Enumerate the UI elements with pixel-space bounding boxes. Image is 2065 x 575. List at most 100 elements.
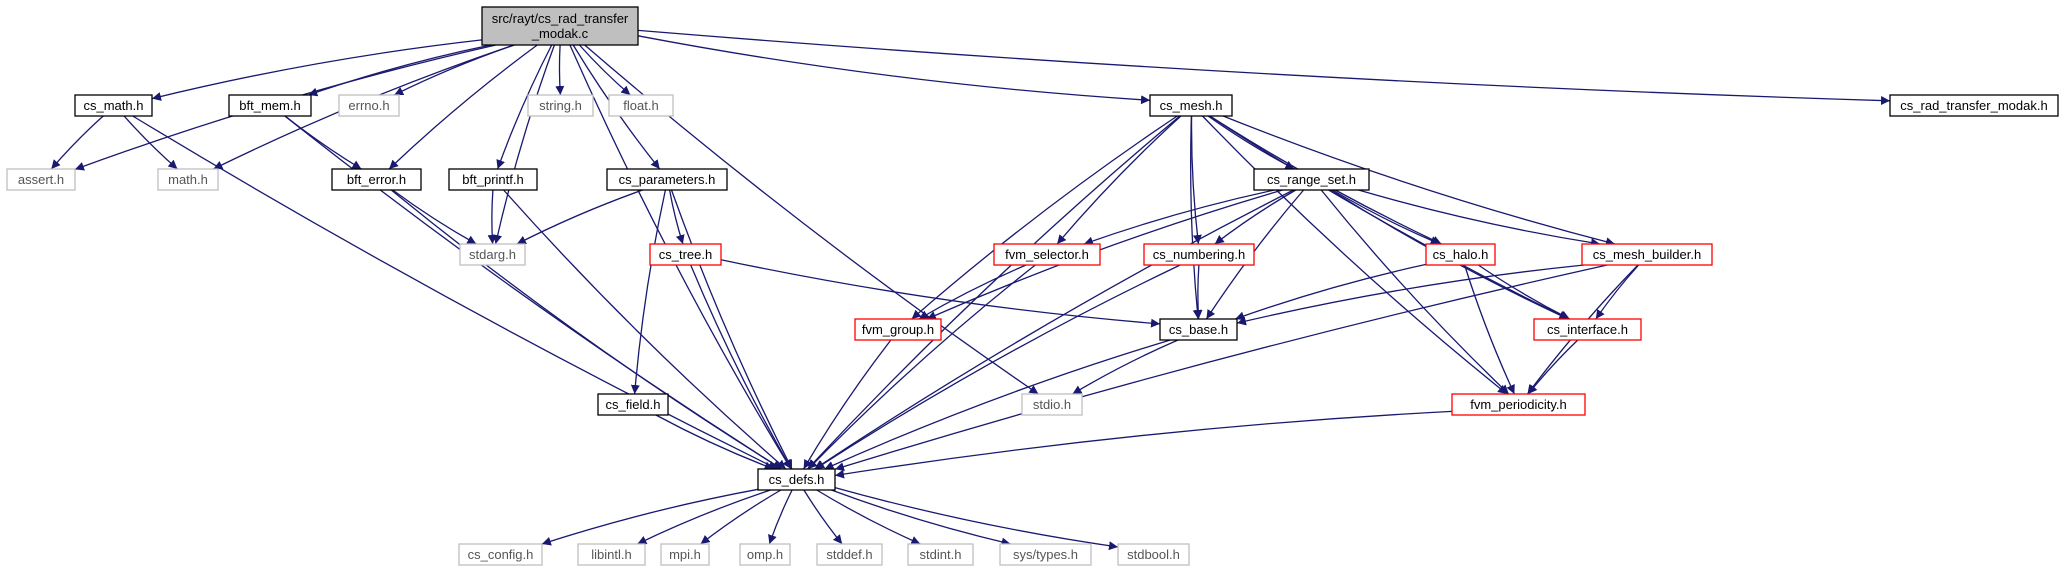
node-cs-mesh-h[interactable]: cs_mesh.h bbox=[1149, 94, 1233, 117]
edge-cs_math_h-to-math_h bbox=[123, 115, 178, 170]
edge-line bbox=[918, 264, 1027, 320]
node-cs-tree-h[interactable]: cs_tree.h bbox=[649, 243, 722, 266]
node-bft-printf-h[interactable]: bft_printf.h bbox=[448, 168, 538, 191]
edge-line bbox=[816, 489, 921, 545]
node-label: cs_rad_transfer_modak.h bbox=[1900, 98, 2047, 113]
node-label: cs_mesh_builder.h bbox=[1593, 247, 1701, 262]
node-cs-numbering-h[interactable]: cs_numbering.h bbox=[1143, 243, 1255, 266]
node-box bbox=[649, 243, 722, 266]
node-label: cs_mesh.h bbox=[1160, 98, 1223, 113]
edge-line bbox=[493, 44, 556, 245]
node-omp-h[interactable]: omp.h bbox=[739, 543, 791, 566]
edge-line bbox=[1193, 264, 1203, 320]
node-cs-base-h[interactable]: cs_base.h bbox=[1159, 318, 1238, 341]
edge-cs_mesh_h-to-fvm_selector_h bbox=[1056, 115, 1182, 245]
node-label: stdarg.h bbox=[469, 247, 516, 262]
node-label: fvm_periodicity.h bbox=[1470, 397, 1567, 412]
node-label: bft_printf.h bbox=[462, 172, 523, 187]
node-math-h[interactable]: math.h bbox=[157, 168, 219, 191]
node-box bbox=[228, 94, 312, 117]
node-cs-range-set-h[interactable]: cs_range_set.h bbox=[1253, 168, 1370, 191]
node-cs-field-h[interactable]: cs_field.h bbox=[597, 393, 669, 416]
node-stdbool-h[interactable]: stdbool.h bbox=[1117, 543, 1190, 566]
edge-line bbox=[807, 264, 1036, 470]
edge-line bbox=[516, 189, 643, 245]
edge-root-to-bft_error_h bbox=[388, 44, 538, 170]
node-fvm-group-h[interactable]: fvm_group.h bbox=[854, 318, 942, 341]
edge-line bbox=[392, 189, 477, 245]
edge-cs_range_set_h-to-cs_mesh_builder_h bbox=[1358, 189, 1601, 248]
node-libintl-h[interactable]: libintl.h bbox=[577, 543, 646, 566]
node-box bbox=[1149, 94, 1233, 117]
node-label: bft_error.h bbox=[347, 172, 406, 187]
node-cs-config-h[interactable]: cs_config.h bbox=[458, 543, 543, 566]
node-label: cs_parameters.h bbox=[619, 172, 716, 187]
node-bft-error-h[interactable]: bft_error.h bbox=[331, 168, 422, 191]
node-stddef-h[interactable]: stddef.h bbox=[816, 543, 883, 566]
edge-cs_base_h-to-cs_defs_h bbox=[824, 339, 1171, 470]
node-stdarg-h[interactable]: stdarg.h bbox=[459, 243, 526, 266]
node-stdio-h[interactable]: stdio.h bbox=[1021, 393, 1083, 416]
node-root[interactable]: src/rayt/cs_rad_transfer_modak.c bbox=[481, 6, 639, 46]
node-label: cs_field.h bbox=[606, 397, 661, 412]
node-label: cs_base.h bbox=[1169, 322, 1228, 337]
edge-line bbox=[1477, 264, 1570, 320]
node-cs-rad-transfer-modak-h[interactable]: cs_rad_transfer_modak.h bbox=[1889, 94, 2059, 117]
node-cs-mesh-builder-h[interactable]: cs_mesh_builder.h bbox=[1581, 243, 1713, 266]
node-box bbox=[6, 168, 76, 191]
node-box bbox=[1533, 318, 1642, 341]
node-cs-parameters-h[interactable]: cs_parameters.h bbox=[606, 168, 728, 191]
edge-cs_numbering_h-to-cs_defs_h bbox=[814, 264, 1181, 470]
node-string-h[interactable]: string.h bbox=[527, 94, 594, 117]
node-box bbox=[597, 393, 669, 416]
node-box bbox=[338, 94, 400, 117]
edge-bft_error_h-to-cs_defs_h bbox=[390, 189, 783, 470]
node-cs-halo-h[interactable]: cs_halo.h bbox=[1425, 243, 1496, 266]
node-errno-h[interactable]: errno.h bbox=[338, 94, 400, 117]
node-fvm-selector-h[interactable]: fvm_selector.h bbox=[993, 243, 1101, 266]
node-fvm-periodicity-h[interactable]: fvm_periodicity.h bbox=[1451, 393, 1586, 416]
edge-cs_parameters_h-to-cs_defs_h bbox=[670, 189, 793, 470]
node-cs-interface-h[interactable]: cs_interface.h bbox=[1533, 318, 1642, 341]
edge-cs_tree_h-to-cs_defs_h bbox=[690, 264, 792, 470]
node-cs-math-h[interactable]: cs_math.h bbox=[74, 94, 153, 117]
node-label: math.h bbox=[168, 172, 208, 187]
edge-bft_printf_h-to-cs_defs_h bbox=[503, 189, 787, 470]
node-box bbox=[1425, 243, 1496, 266]
edge-cs_mesh_h-to-cs_defs_h bbox=[807, 115, 1181, 470]
nodes-layer: src/rayt/cs_rad_transfer_modak.c cs_math.… bbox=[6, 6, 2059, 566]
node-mpi-h[interactable]: mpi.h bbox=[660, 543, 710, 566]
node-box bbox=[1143, 243, 1255, 266]
node-box bbox=[608, 94, 674, 117]
node-box bbox=[1581, 243, 1713, 266]
node-float-h[interactable]: float.h bbox=[608, 94, 674, 117]
node-assert-h[interactable]: assert.h bbox=[6, 168, 76, 191]
edge-cs_parameters_h-to-cs_tree_h bbox=[668, 189, 685, 245]
node-box bbox=[481, 6, 639, 46]
edge-cs_mesh_builder_h-to-cs_base_h bbox=[1236, 264, 1585, 326]
node-label: _modak.c bbox=[531, 26, 589, 41]
node-stdint-h[interactable]: stdint.h bbox=[907, 543, 974, 566]
edge-root-to-cs_rad_transfer_modak_h bbox=[637, 29, 1891, 106]
edge-line bbox=[637, 29, 1891, 106]
edge-line bbox=[50, 115, 104, 170]
node-bft-mem-h[interactable]: bft_mem.h bbox=[228, 94, 312, 117]
node-label: stdio.h bbox=[1033, 397, 1071, 412]
node-sys-types-h[interactable]: sys/types.h bbox=[999, 543, 1092, 566]
node-box bbox=[606, 168, 728, 191]
node-label: cs_defs.h bbox=[769, 472, 825, 487]
edge-cs_mesh_builder_h-to-cs_interface_h bbox=[1595, 264, 1640, 320]
node-box bbox=[331, 168, 422, 191]
node-label: stdbool.h bbox=[1127, 547, 1180, 562]
edge-line bbox=[308, 44, 491, 97]
edge-line bbox=[1595, 264, 1640, 320]
edge-line bbox=[496, 44, 553, 170]
node-label: cs_interface.h bbox=[1547, 322, 1628, 337]
node-box bbox=[458, 543, 543, 566]
node-label: sys/types.h bbox=[1013, 547, 1078, 562]
edge-line bbox=[388, 44, 538, 170]
node-label: src/rayt/cs_rad_transfer bbox=[492, 11, 629, 26]
node-cs-defs-h[interactable]: cs_defs.h bbox=[757, 468, 836, 491]
edge-line bbox=[555, 44, 565, 96]
edge-root-to-string_h bbox=[555, 44, 565, 96]
